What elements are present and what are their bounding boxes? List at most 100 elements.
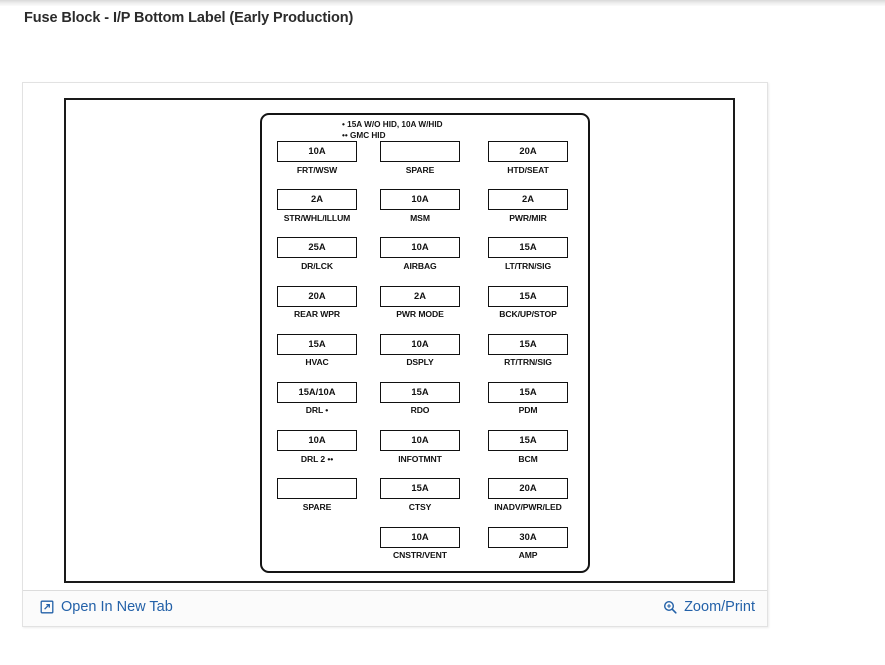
fuse-circuit-label: LT/TRN/SIG (504, 260, 552, 271)
top-gradient-strip (0, 0, 885, 6)
fuse-circuit-label: FRT/WSW (296, 164, 338, 175)
fuse-row: 10A FRT/WSW SPARE 20A HTD/SEAT (262, 141, 592, 189)
fuse-circuit-label: AMP (518, 550, 538, 560)
fuse-amp-box: 20A (488, 141, 568, 162)
fuse-cell: 10A FRT/WSW (277, 141, 357, 175)
fuse-amp-box: 15A (277, 333, 357, 355)
zoom-print-link[interactable]: Zoom/Print (662, 599, 755, 615)
fuse-cell: 15A RT/TRN/SIG (488, 333, 568, 368)
fuse-circuit-label: CTSY (408, 501, 432, 512)
fuse-amp-box: 20A (277, 285, 357, 307)
legend-notes: • 15A W/O HID, 10A W/HID •• GMC HID (342, 120, 443, 141)
fuse-amp-box (277, 478, 357, 500)
fuse-amp-box: 15A/10A (277, 381, 357, 403)
image-viewer-panel: • 15A W/O HID, 10A W/HID •• GMC HID 10A F… (22, 82, 768, 627)
diagram-image-area: • 15A W/O HID, 10A W/HID •• GMC HID 10A F… (23, 83, 767, 591)
fuse-circuit-label: STR/WHL/ILLUM (283, 212, 351, 223)
fuse-cell: 15A/10A DRL • (277, 381, 357, 416)
fuse-circuit-label: INADV/PWR/LED (494, 501, 562, 512)
fuse-row: 10A CNSTR/VENT 30A AMP (262, 526, 592, 575)
page-title: Fuse Block - I/P Bottom Label (Early Pro… (24, 10, 354, 26)
fuse-block-outline: • 15A W/O HID, 10A W/HID •• GMC HID 10A F… (260, 113, 590, 573)
fuse-circuit-label: BCK/UP/STOP (499, 309, 557, 320)
fuse-amp-box: 25A (277, 237, 357, 259)
fuse-cell: 30A AMP (488, 526, 568, 560)
fuse-cell: 2A PWR MODE (380, 285, 460, 320)
external-link-icon (39, 600, 54, 615)
fuse-circuit-label: INFOTMNT (398, 453, 442, 464)
magnifier-plus-icon (662, 600, 677, 615)
fuse-circuit-label: DRL 2 •• (300, 453, 334, 464)
fuse-cell: SPARE (380, 141, 460, 175)
fuse-circuit-label: RDO (410, 405, 430, 416)
fuse-amp-box: 10A (380, 189, 460, 211)
fuse-amp-box: 10A (277, 430, 357, 452)
fuse-circuit-label: BCM (518, 453, 538, 464)
fuse-amp-box: 15A (488, 333, 568, 355)
fuse-cell: 15A HVAC (277, 333, 357, 368)
fuse-circuit-label: DSPLY (406, 357, 434, 368)
fuse-circuit-label: REAR WPR (294, 309, 340, 320)
fuse-amp-box: 15A (380, 381, 460, 403)
diagram-frame: • 15A W/O HID, 10A W/HID •• GMC HID 10A F… (64, 98, 735, 583)
legend-note-2: •• GMC HID (342, 130, 386, 140)
fuse-circuit-label: RT/TRN/SIG (504, 357, 552, 368)
zoom-print-label: Zoom/Print (684, 599, 755, 615)
fuse-amp-box: 2A (277, 189, 357, 211)
fuse-circuit-label: PDM (518, 405, 538, 416)
fuse-circuit-label: DR/LCK (301, 260, 333, 271)
fuse-circuit-label: AIRBAG (403, 260, 437, 271)
fuse-circuit-label: PWR MODE (396, 309, 444, 320)
open-in-new-tab-label: Open In New Tab (61, 599, 173, 615)
fuse-cell: 15A RDO (380, 381, 460, 416)
legend-note-1: • 15A W/O HID, 10A W/HID (342, 120, 443, 129)
fuse-cell: 10A DSPLY (380, 333, 460, 368)
fuse-amp-box: 10A (380, 237, 460, 259)
viewer-footer-toolbar: Open In New Tab Zoom/Print (23, 590, 767, 626)
fuse-cell: 15A PDM (488, 381, 568, 416)
fuse-circuit-label: MSM (410, 212, 430, 223)
fuse-amp-box: 15A (488, 430, 568, 452)
fuse-row: 15A HVAC 10A DSPLY 15A RT/TRN/SIG (262, 333, 592, 382)
fuse-cell: 20A REAR WPR (277, 285, 357, 320)
fuse-row: 15A/10A DRL • 15A RDO 15A PDM (262, 381, 592, 430)
fuse-amp-box: 15A (488, 381, 568, 403)
fuse-circuit-label: SPARE (302, 501, 332, 512)
fuse-amp-box: 10A (277, 141, 357, 162)
fuse-amp-box: 2A (488, 189, 568, 211)
fuse-amp-box: 15A (380, 478, 460, 500)
fuse-amp-box: 30A (488, 526, 568, 548)
fuse-amp-box: 10A (380, 526, 460, 548)
fuse-amp-box: 10A (380, 333, 460, 355)
fuse-amp-box: 2A (380, 285, 460, 307)
fuse-circuit-label: HTD/SEAT (507, 164, 549, 175)
fuse-cell: 10A CNSTR/VENT (380, 526, 460, 560)
fuse-amp-box (380, 141, 460, 162)
fuse-circuit-label: CNSTR/VENT (393, 550, 447, 560)
fuse-circuit-label: DRL • (305, 405, 329, 416)
fuse-cell: 20A HTD/SEAT (488, 141, 568, 175)
fuse-circuit-label: PWR/MIR (509, 212, 547, 223)
fuse-amp-box: 10A (380, 430, 460, 452)
fuse-circuit-label: SPARE (405, 164, 435, 175)
fuse-circuit-label: HVAC (305, 357, 329, 368)
open-in-new-tab-link[interactable]: Open In New Tab (39, 599, 173, 615)
